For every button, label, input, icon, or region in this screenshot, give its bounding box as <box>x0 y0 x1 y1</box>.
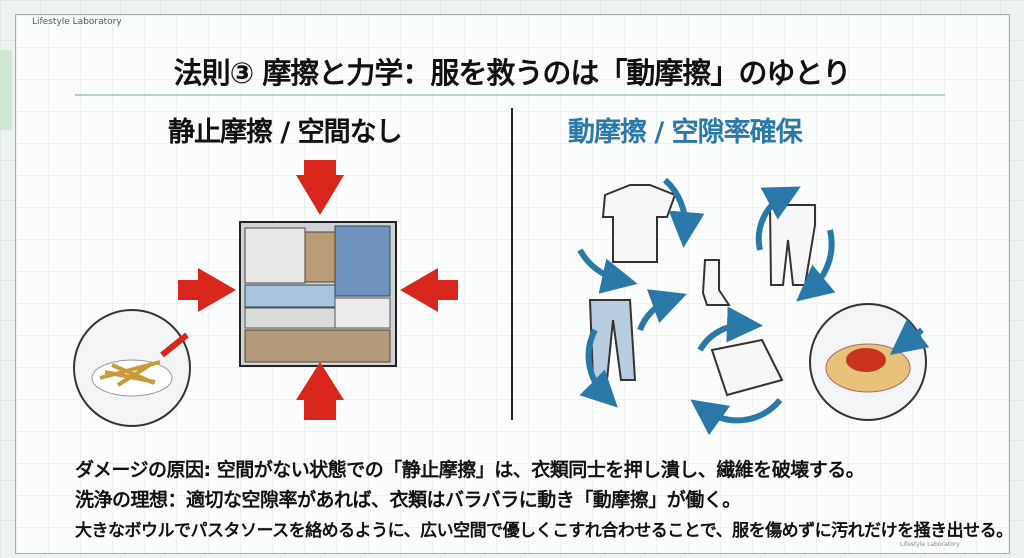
towel <box>710 338 784 397</box>
arrow-right-icon <box>178 268 236 312</box>
side-accent <box>0 50 12 130</box>
washing-ideal-text: 洗浄の理想：適切な空隙率があれば、衣類はバラバラに動き「動摩擦」が働く。 <box>75 489 741 511</box>
arrow-up-icon <box>296 362 344 420</box>
arrow-down-icon <box>296 160 344 215</box>
compression-arrows <box>178 160 458 420</box>
static-friction-heading: 静止摩擦 / 空間なし <box>168 117 403 148</box>
pasta-bowl <box>809 303 930 421</box>
sock <box>701 259 731 306</box>
damage-cause-text: ダメージの原因: 空間がない状態での「静止摩擦」は、衣類同士を押し潰し、繊維を破… <box>75 459 865 481</box>
dynamic-friction-heading: 動摩擦 / 空隙率確保 <box>568 117 803 148</box>
tshirt <box>601 184 677 263</box>
pants <box>768 204 816 286</box>
jeans <box>588 299 637 381</box>
compressed-pasta-plate <box>73 309 191 427</box>
slide-title: 法則③ 摩擦と力学：服を救うのは「動摩擦」のゆとり <box>173 56 852 90</box>
compressed-clothes-box <box>239 221 397 367</box>
brand-footer: Lifestyle Laboratory <box>900 541 960 548</box>
pasta-analogy-text: 大きなボウルでパスタソースを絡めるように、広い空間で優しくこすれ合わせることで、… <box>75 521 1013 541</box>
moving-clothes <box>588 184 816 397</box>
arrow-left-icon <box>400 268 458 312</box>
rotation-arrows <box>577 177 836 436</box>
brand-label: Lifestyle Laboratory <box>32 17 122 27</box>
center-divider <box>511 108 513 420</box>
title-divider <box>75 94 945 96</box>
